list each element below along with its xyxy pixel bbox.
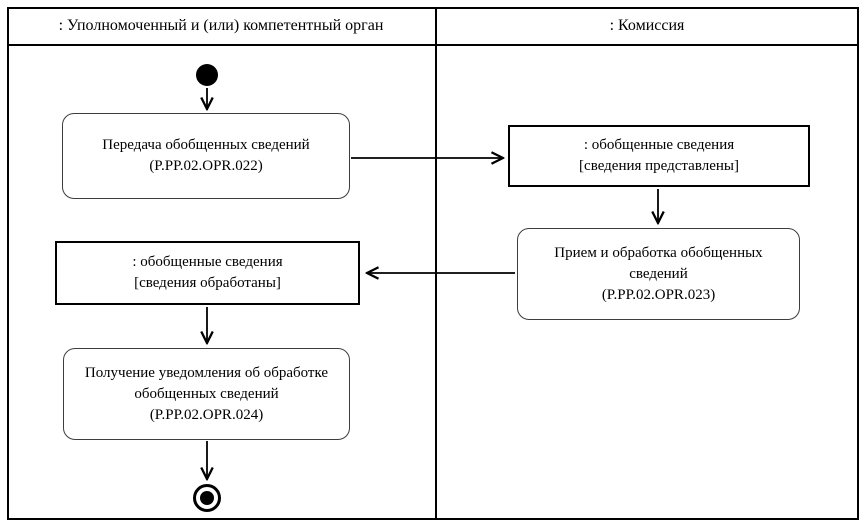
activity-label-line: Передача обобщенных сведений [102, 137, 310, 153]
activity-transfer-summary-data: Передача обобщенных сведений (P.PP.02.OP… [62, 113, 350, 199]
diagram-frame [7, 7, 859, 520]
activity-notification-received: Получение уведомления об обработке обобщ… [63, 348, 350, 440]
lane-header-commission: : Комиссия [609, 17, 685, 34]
object-summary-data-processed: : обобщенные сведения [сведения обработа… [55, 241, 360, 305]
activity-code: (P.PP.02.OPR.023) [601, 286, 716, 303]
activity-label-line: сведений [629, 265, 688, 282]
object-state: [сведения обработаны] [134, 275, 281, 291]
object-label-line: : обобщенные сведения [583, 137, 735, 153]
object-state: [сведения представлены] [579, 158, 739, 174]
activity-code: (P.PP.02.OPR.022) [149, 158, 263, 174]
initial-node-icon [196, 64, 218, 86]
lane-header-authorized-body: : Уполномоченный и (или) компетентный ор… [58, 17, 384, 34]
activity-code: (P.PP.02.OPR.024) [149, 406, 264, 423]
lane-header-separator [7, 44, 859, 46]
object-label-line: : обобщенные сведения [132, 254, 283, 270]
activity-receive-process-summary-data: Прием и обработка обобщенных сведений (P… [517, 228, 800, 320]
activity-label-line: обобщенных сведений [134, 385, 279, 402]
activity-label-line: Получение уведомления об обработке [84, 364, 329, 381]
activity-label-line: Прием и обработка обобщенных [554, 244, 763, 261]
object-summary-data-presented: : обобщенные сведения [сведения представ… [508, 125, 810, 187]
final-node-icon [193, 484, 221, 512]
swimlane-divider [435, 7, 437, 520]
final-node-inner [200, 491, 214, 505]
